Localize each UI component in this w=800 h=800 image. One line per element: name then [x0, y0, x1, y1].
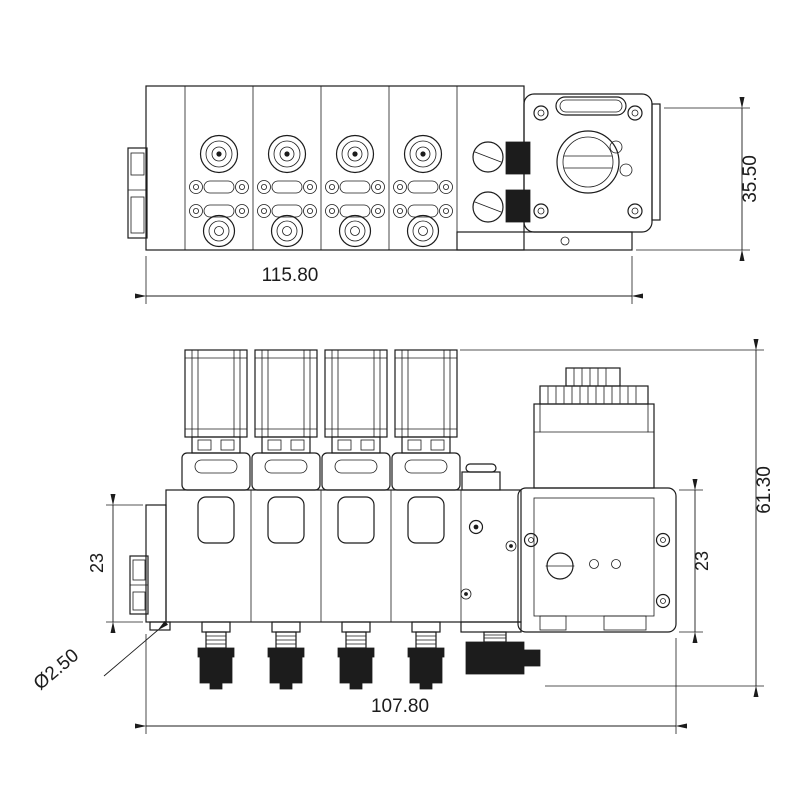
solenoid-tower-1 [181, 349, 251, 690]
solenoid-tower-4 [391, 349, 461, 690]
dim-label-front-height: 61.30 [754, 466, 775, 514]
front-view: 107.80 61.30 23 23 Ø2.50 [30, 338, 775, 734]
dimension-top-height: 35.50 [636, 96, 761, 262]
motor-flange-front [517, 487, 677, 633]
valve-bank-body [145, 85, 525, 251]
valve-section-2 [256, 85, 322, 251]
left-end-cap-front [129, 504, 167, 623]
solenoid-tower-3 [321, 349, 391, 690]
motor-body [533, 403, 655, 489]
hole-diameter-callout: Ø2.50 [30, 620, 169, 694]
dim-label-top-height: 35.50 [740, 155, 761, 203]
motor-assembly-front [517, 367, 677, 633]
mounting-plate-top [456, 231, 633, 251]
motor-flange-top [523, 93, 661, 233]
valve-section-1 [188, 85, 254, 251]
valve-section-4 [392, 85, 458, 251]
dimension-right-23: 23 [679, 478, 712, 644]
drive-shaft-circle [556, 130, 620, 194]
dimension-top-width: 115.80 [134, 256, 644, 304]
valve-body-front [149, 489, 522, 633]
solenoid-tower-2 [251, 349, 321, 690]
dimension-front-height: 61.30 [460, 338, 775, 698]
middle-section-front [460, 463, 517, 600]
dim-label-right-23: 23 [692, 551, 712, 571]
dim-label-hole-diameter: Ø2.50 [30, 645, 83, 694]
dim-label-left-23: 23 [87, 553, 107, 573]
valve-section-3 [324, 85, 390, 251]
flange-top-slot [555, 96, 627, 116]
coupling-section [472, 141, 531, 223]
mount-hole-boss [149, 621, 171, 631]
outlet-fitting [465, 631, 541, 675]
dim-label-top-width: 115.80 [262, 265, 319, 286]
top-view: 115.80 35.50 [127, 85, 761, 304]
dim-label-front-width: 107.80 [371, 696, 429, 717]
left-end-cap-top [127, 147, 148, 239]
dimension-left-23: 23 [87, 493, 143, 634]
